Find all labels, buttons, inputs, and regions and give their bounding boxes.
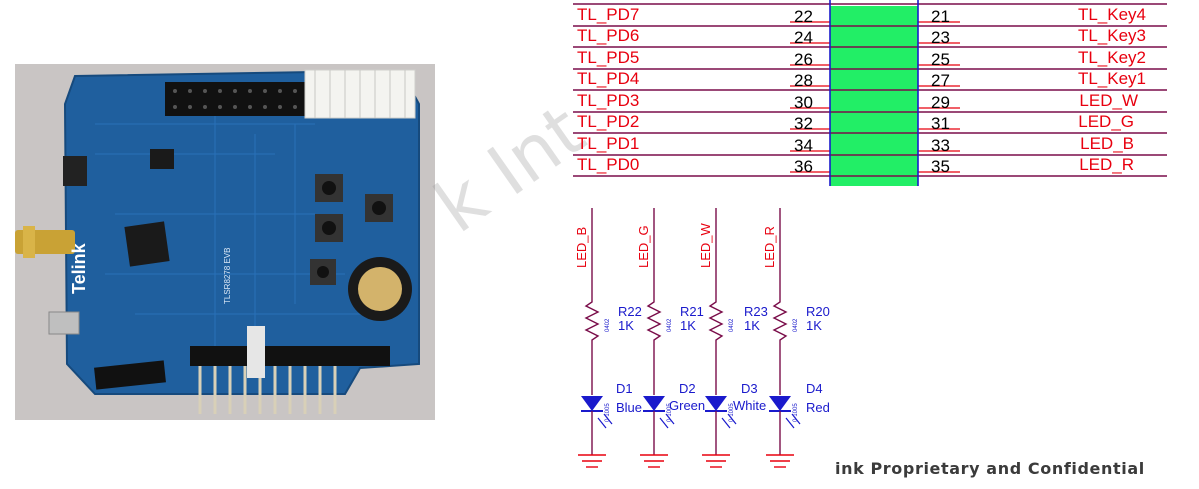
diode-color: Red: [806, 400, 830, 415]
led-diode-symbol: [643, 396, 665, 411]
left-pin-number: 24: [794, 28, 813, 47]
ground-symbol: [702, 454, 730, 468]
led-channel-white: LED_W 0402 R23 1K 0-1005 D3 White: [698, 208, 768, 468]
bottom-pin-header: [190, 346, 390, 366]
left-net-label: TL_PD3: [577, 91, 639, 110]
left-net-label: TL_PD0: [577, 155, 639, 174]
right-net-label: TL_Key3: [1078, 26, 1146, 45]
right-net-label: LED_G: [1078, 112, 1134, 131]
led-net-label: LED_R: [762, 226, 777, 268]
resistor-package: 0402: [667, 318, 673, 332]
usb-connector: [48, 311, 80, 335]
bottom-left-header: [94, 360, 166, 390]
right-pin-number: 33: [931, 136, 950, 155]
led-diode-symbol: [581, 396, 603, 411]
led-diode-symbol: [705, 396, 727, 411]
right-pin-number: 27: [931, 71, 950, 90]
right-pin-number: 23: [931, 28, 950, 47]
led-package: 0-1005: [605, 403, 611, 422]
resistor-ref: R22: [618, 304, 642, 319]
resistor-symbol: [708, 296, 724, 346]
main-chip: [124, 221, 170, 267]
board-brand-text: Telink: [69, 242, 89, 294]
led-channel-green: LED_G 0402 R21 1K 0-1005 D2 Green: [636, 208, 705, 468]
left-net-label: TL_PD1: [577, 134, 639, 153]
left-net-label: TL_PD4: [577, 69, 639, 88]
right-pin-number: 35: [931, 157, 950, 176]
right-net-label: LED_W: [1079, 91, 1138, 110]
left-pin-number: 26: [794, 50, 813, 69]
led-channel-blue: LED_B 0402 R22 1K 0-1005 D1 Blue: [574, 208, 642, 468]
left-pin-number: 28: [794, 71, 813, 90]
led-net-label: LED_W: [698, 222, 713, 268]
right-pin-number: 21: [931, 7, 950, 26]
ground-symbol: [640, 454, 668, 468]
diode-ref: D3: [741, 381, 758, 396]
diode-color: White: [733, 398, 766, 413]
top-pin-header: [165, 82, 305, 116]
left-net-label: TL_PD2: [577, 112, 639, 131]
led-net-label: LED_G: [636, 225, 651, 268]
left-net-label: TL_PD7: [577, 5, 639, 24]
right-pin-number: 29: [931, 93, 950, 112]
led-package: 0-1005: [729, 403, 735, 422]
left-pin-number: 32: [794, 114, 813, 133]
ground-symbol: [766, 454, 794, 468]
jumper-cap: [247, 326, 265, 378]
resistor-package: 0402: [729, 318, 735, 332]
connector-row-lines: [573, 3, 1167, 177]
resistor-value: 1K: [680, 318, 696, 333]
right-net-label: TL_Key2: [1078, 48, 1146, 67]
left-pin-number: 34: [794, 136, 813, 155]
resistor-ref: R23: [744, 304, 768, 319]
led-net-label: LED_B: [574, 227, 589, 268]
right-net-label: LED_R: [1079, 155, 1134, 174]
connector-body: [830, 6, 918, 186]
confidential-footer: ink Proprietary and Confidential: [835, 459, 1145, 478]
left-net-label: TL_PD5: [577, 48, 639, 67]
resistor-value: 1K: [744, 318, 760, 333]
left-pin-number: 36: [794, 157, 813, 176]
resistor-package: 0402: [793, 318, 799, 332]
right-net-label: LED_B: [1080, 134, 1134, 153]
board-illustration: Telink TLSR8278 EVB: [15, 69, 420, 414]
resistor-symbol: [584, 296, 600, 346]
small-chip: [150, 149, 174, 169]
right-net-label: TL_Key4: [1078, 5, 1146, 24]
diode-ref: D2: [679, 381, 696, 396]
diode-ref: D1: [616, 381, 633, 396]
resistor-value: 1K: [618, 318, 634, 333]
board-photo: Telink TLSR8278 EVB: [15, 64, 435, 420]
diode-ref: D4: [806, 381, 823, 396]
resistor-ref: R20: [806, 304, 830, 319]
left-pin-number: 22: [794, 7, 813, 26]
right-net-label: TL_Key1: [1078, 69, 1146, 88]
right-pin-number: 31: [931, 114, 950, 133]
resistor-symbol: [772, 296, 788, 346]
diode-color: Green: [669, 398, 705, 413]
resistor-package: 0402: [605, 318, 611, 332]
left-pin-number: 30: [794, 93, 813, 112]
led-package: 0-1005: [793, 403, 799, 422]
resistor-symbol: [646, 296, 662, 346]
resistor-ref: R21: [680, 304, 704, 319]
left-net-label: TL_PD6: [577, 26, 639, 45]
diode-color: Blue: [616, 400, 642, 415]
ground-symbol: [578, 454, 606, 468]
led-diode-symbol: [769, 396, 791, 411]
board-silk-text: TLSR8278 EVB: [223, 248, 232, 304]
led-channel-red: LED_R 0402 R20 1K 0-1005 D4 Red: [762, 208, 830, 468]
resistor-value: 1K: [806, 318, 822, 333]
right-pin-number: 25: [931, 50, 950, 69]
left-pushbutton: [63, 156, 87, 186]
led-package: 0-1005: [667, 403, 673, 422]
